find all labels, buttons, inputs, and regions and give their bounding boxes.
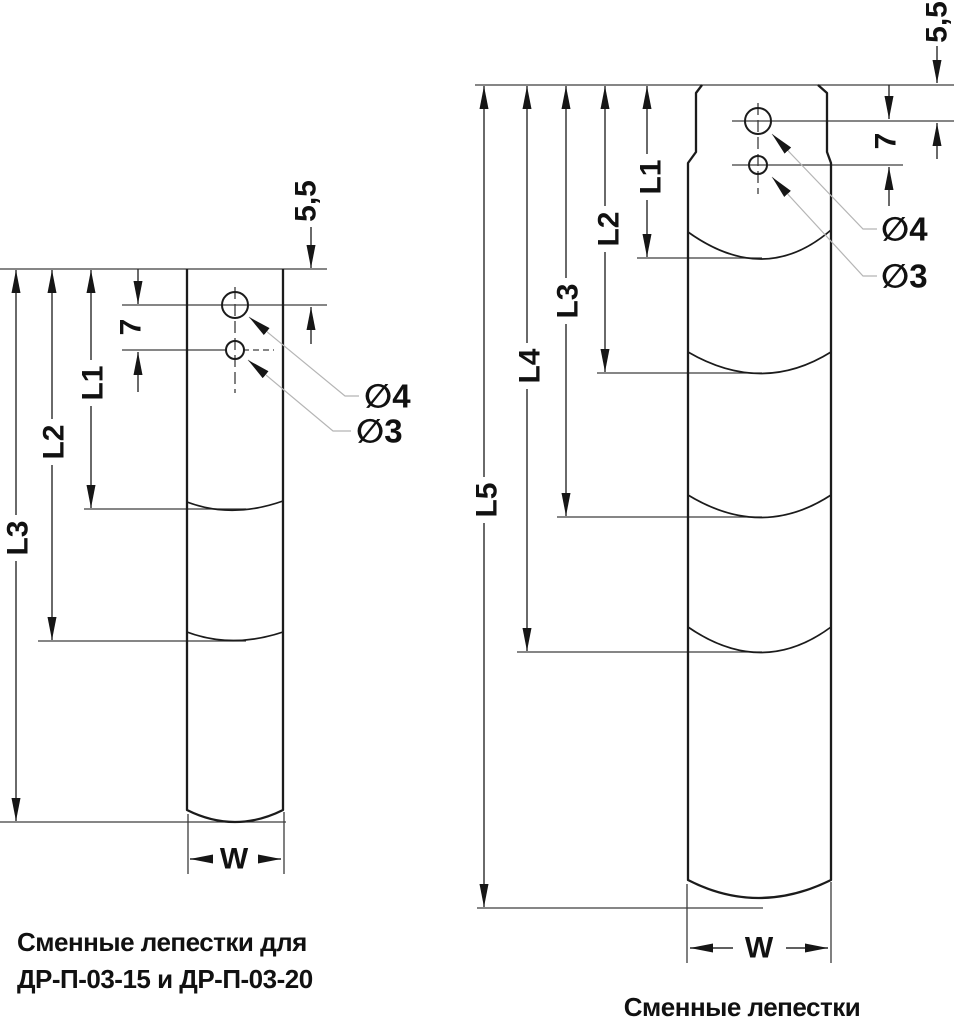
- label-mask: [516, 343, 544, 389]
- label-mask: [595, 206, 623, 252]
- right-leader-hole-large: [771, 133, 877, 230]
- right-caption: Сменные лепестки: [624, 992, 860, 1022]
- right-hole-small: [748, 155, 768, 175]
- left-label-l1: L1: [77, 365, 110, 400]
- left-label-hole-small-diameter: ∅3: [356, 413, 403, 450]
- right-label-l1: L1: [635, 159, 668, 194]
- right-label-l3: L3: [552, 283, 585, 318]
- left-label-l2: L2: [38, 424, 71, 459]
- left-label-width: W: [220, 843, 249, 876]
- left-blade-outline: [185, 269, 285, 824]
- right-hole-large: [744, 107, 772, 135]
- right-label-width: W: [745, 932, 774, 965]
- left-label-hole-large-diameter: ∅4: [364, 378, 411, 415]
- label-mask: [637, 154, 665, 200]
- right-label-l4: L4: [514, 348, 547, 383]
- label-mask: [4, 515, 32, 561]
- left-label-l3: L3: [2, 520, 35, 555]
- left-label-hole-pitch: 7: [115, 319, 148, 336]
- right-label-top-offset: 5,5: [921, 1, 954, 43]
- label-mask: [554, 278, 582, 324]
- right-leader-hole-small: [771, 176, 877, 277]
- right-label-hole-small-diameter: ∅3: [881, 258, 928, 295]
- left-leader-hole-small: [247, 359, 351, 432]
- left-caption-line2: ДР-П-03-15 и ДР-П-03-20: [17, 964, 313, 994]
- right-label-l5: L5: [471, 482, 504, 517]
- label-mask: [40, 419, 68, 465]
- right-blade-segment-arcs: [687, 229, 832, 654]
- left-extension-lines: [0, 268, 327, 874]
- right-blade-outline: [686, 84, 833, 900]
- right-drawing: L5 L4 L3 L2 L1 7 5,5 W ∅4 ∅3 Сменные леп…: [471, 1, 954, 1022]
- label-mask: [473, 477, 501, 523]
- left-hole-small: [225, 340, 245, 360]
- left-leader-hole-large: [248, 316, 359, 397]
- left-caption-line1: Сменные лепестки для: [17, 927, 307, 957]
- label-mask: [79, 360, 107, 406]
- left-label-top-offset: 5,5: [290, 180, 323, 222]
- left-hole-large: [221, 291, 249, 319]
- left-blade-segment-arcs: [186, 500, 284, 642]
- right-label-hole-pitch: 7: [870, 133, 903, 150]
- right-extension-lines: [475, 84, 954, 963]
- left-drawing: L3 L2 L1 7 5,5 W ∅4 ∅3 Сменные лепестки …: [0, 180, 411, 994]
- right-label-hole-large-diameter: ∅4: [881, 211, 928, 248]
- right-label-l2: L2: [593, 211, 626, 246]
